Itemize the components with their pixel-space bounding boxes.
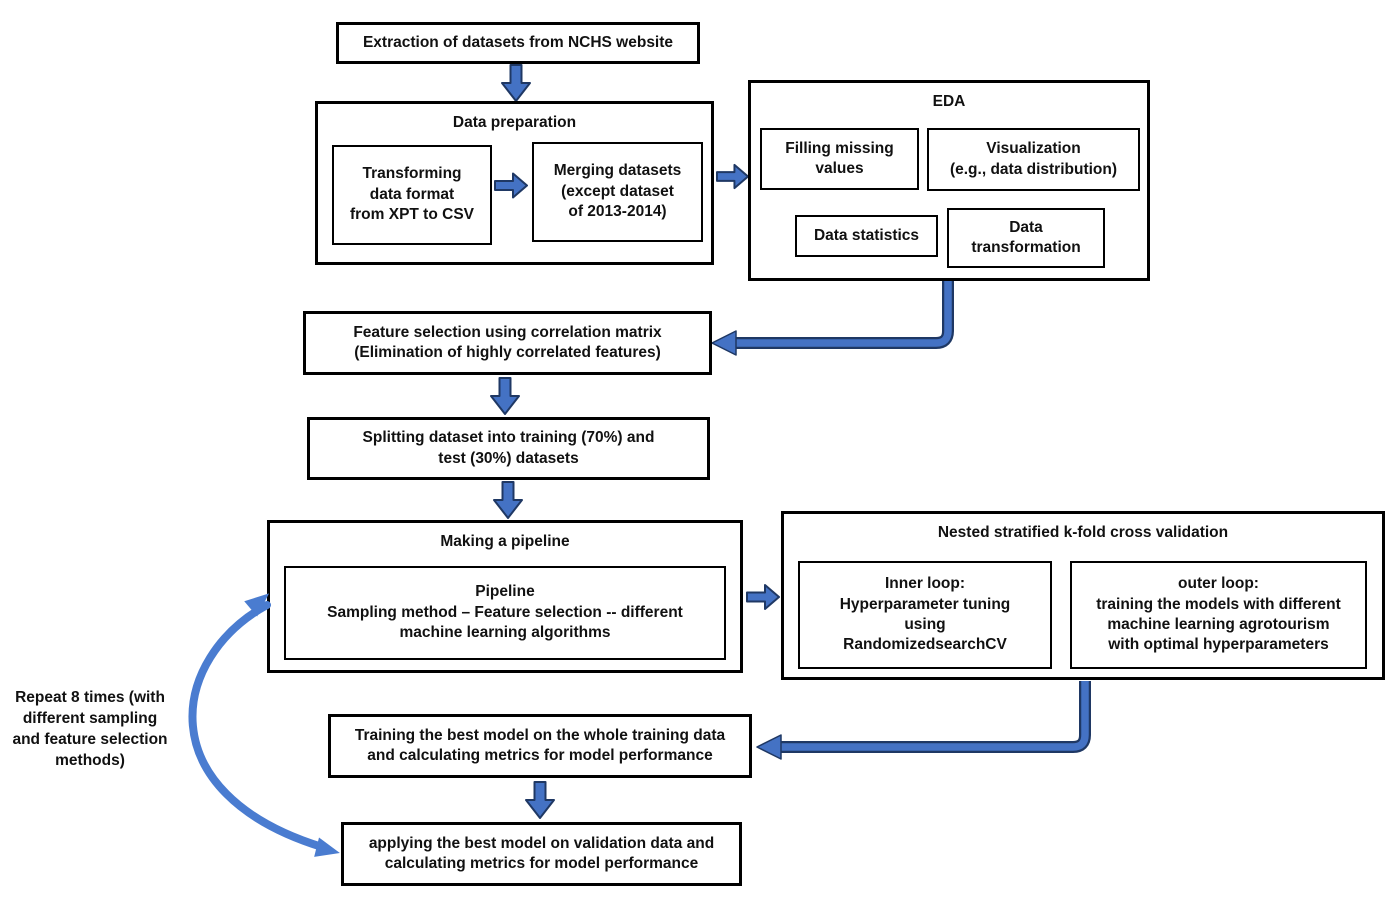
arrow-pipeline-to-nestedcv <box>746 584 780 610</box>
arrow-splitting-to-pipeline <box>493 481 523 519</box>
group-data-preparation: Data preparation Transforming data forma… <box>315 101 714 265</box>
node-data-statistics: Data statistics <box>795 215 938 257</box>
node-pipeline-label: Pipeline Sampling method – Feature selec… <box>327 583 683 642</box>
node-applying-best-model: applying the best model on validation da… <box>341 822 742 886</box>
group-making-pipeline-title: Making a pipeline <box>440 533 570 550</box>
node-visualization-label: Visualization (e.g., data distribution) <box>949 140 1118 178</box>
arrow-training-to-applying <box>525 781 555 819</box>
node-filling-missing-values-label: Filling missing values <box>785 139 894 177</box>
repeat-note: Repeat 8 times (with different sampling … <box>12 689 168 769</box>
node-data-transformation: Data transformation <box>947 208 1105 268</box>
node-outer-loop: outer loop: training the models with dif… <box>1070 561 1367 669</box>
arrow-feature-to-splitting <box>490 377 520 415</box>
group-eda: EDA Filling missing values Visualization… <box>748 80 1150 281</box>
node-visualization: Visualization (e.g., data distribution) <box>927 128 1140 191</box>
arrow-nestedcv-to-training <box>756 681 1091 760</box>
node-splitting-label: Splitting dataset into training (70%) an… <box>362 429 655 467</box>
node-merging-label: Merging datasets (except dataset of 2013… <box>553 162 682 221</box>
node-pipeline: Pipeline Sampling method – Feature selec… <box>284 566 726 660</box>
node-data-statistics-label: Data statistics <box>813 226 920 244</box>
group-nested-cv: Nested stratified k-fold cross validatio… <box>781 511 1385 680</box>
node-extraction-label: Extraction of datasets from NCHS website <box>362 33 674 51</box>
repeat-loop-arrow <box>188 593 340 857</box>
node-training-best-model: Training the best model on the whole tra… <box>328 714 752 778</box>
node-transforming: Transforming data format from XPT to CSV <box>332 145 492 245</box>
node-splitting: Splitting dataset into training (70%) an… <box>307 417 710 480</box>
arrow-dataprep-to-eda <box>716 163 749 190</box>
arrow-transforming-to-merging <box>494 172 528 199</box>
node-data-transformation-label: Data transformation <box>971 218 1081 256</box>
node-inner-loop: Inner loop: Hyperparameter tuning using … <box>798 561 1052 669</box>
node-outer-loop-label: outer loop: training the models with dif… <box>1096 575 1341 654</box>
node-merging: Merging datasets (except dataset of 2013… <box>532 142 703 242</box>
node-transforming-label: Transforming data format from XPT to CSV <box>349 165 474 224</box>
node-extraction: Extraction of datasets from NCHS website <box>336 22 700 64</box>
node-feature-selection: Feature selection using correlation matr… <box>303 311 712 375</box>
node-feature-selection-label: Feature selection using correlation matr… <box>353 323 662 361</box>
node-applying-best-model-label: applying the best model on validation da… <box>368 834 715 872</box>
group-making-pipeline: Making a pipeline Pipeline Sampling meth… <box>267 520 743 673</box>
node-training-best-model-label: Training the best model on the whole tra… <box>354 726 726 764</box>
group-eda-title: EDA <box>932 93 966 110</box>
group-nested-cv-title: Nested stratified k-fold cross validatio… <box>937 524 1229 541</box>
group-data-preparation-title: Data preparation <box>452 114 577 131</box>
node-filling-missing-values: Filling missing values <box>760 128 919 190</box>
node-inner-loop-label: Inner loop: Hyperparameter tuning using … <box>839 575 1011 654</box>
arrow-extraction-to-dataprep <box>501 64 531 102</box>
arrow-eda-to-feature-selection <box>711 281 954 356</box>
